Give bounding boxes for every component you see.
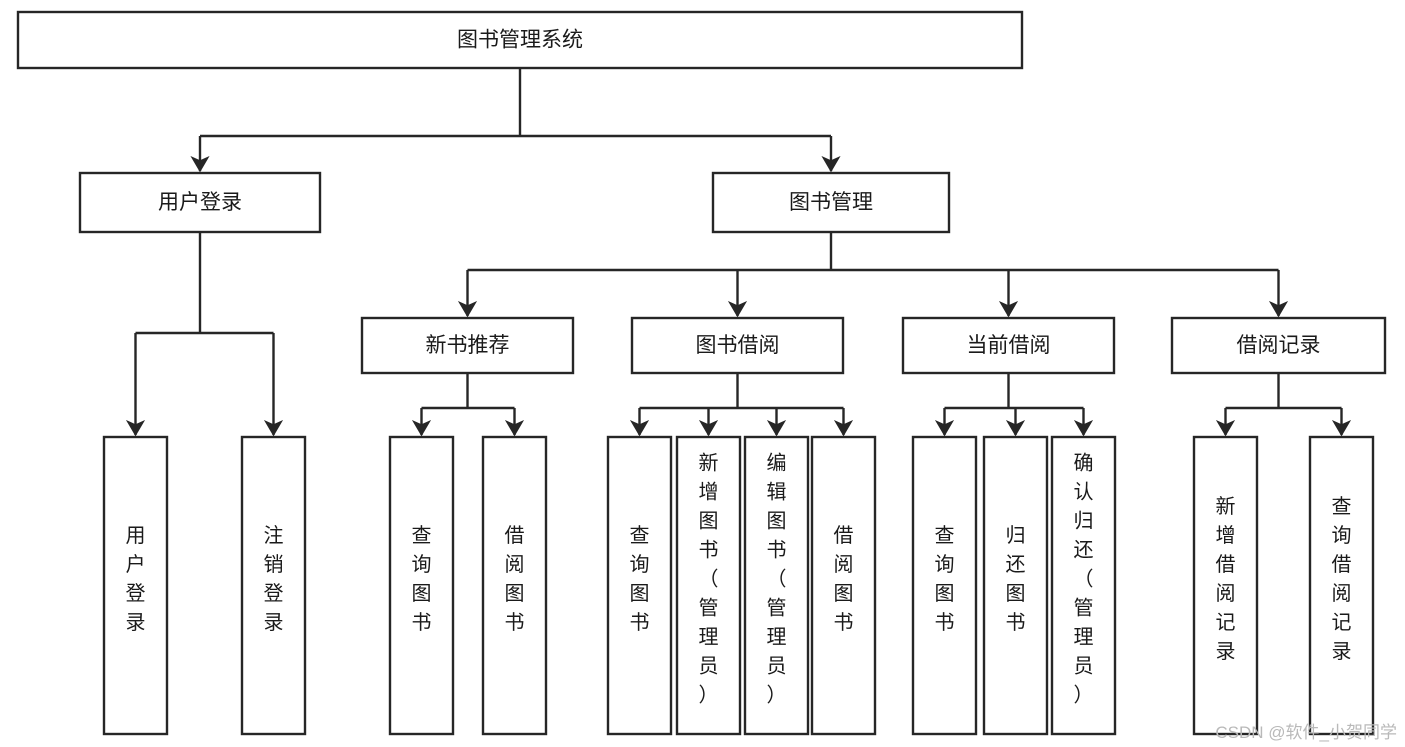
node-user-login-box[interactable]: [78, 171, 322, 234]
node-leaf-query-book-2-label: 查询图书: [630, 524, 650, 634]
node-book-borrow-label: 图书借阅: [696, 334, 780, 357]
node-leaf-return-book-box[interactable]: [982, 435, 1049, 736]
node-leaf-edit-book-admin-box[interactable]: [743, 435, 810, 736]
node-borrow-record-box[interactable]: [1170, 316, 1387, 375]
node-new-book-recommend[interactable]: 新书推荐: [360, 316, 575, 375]
node-leaf-query-book-2-box[interactable]: [606, 435, 673, 736]
node-leaf-query-book-1-box[interactable]: [388, 435, 455, 736]
node-leaf-logout-box[interactable]: [240, 435, 307, 736]
node-layer: 图书管理系统用户登录图书管理新书推荐图书借阅当前借阅借阅记录用户登录注销登录查询…: [16, 10, 1387, 736]
node-root-box[interactable]: [16, 10, 1024, 70]
node-leaf-query-book-1-label: 查询图书: [412, 524, 432, 634]
node-current-borrow[interactable]: 当前借阅: [901, 316, 1116, 375]
node-leaf-confirm-return-admin[interactable]: 确认归还（管理员）: [1050, 435, 1117, 736]
node-leaf-edit-book-admin-label: 编辑图书（管理员）: [767, 452, 787, 707]
node-book-management-box[interactable]: [711, 171, 951, 234]
node-leaf-confirm-return-admin-label: 确认归还（管理员）: [1074, 452, 1094, 707]
node-leaf-user-login-label: 用户登录: [126, 525, 146, 634]
node-leaf-user-login[interactable]: 用户登录: [102, 435, 169, 736]
node-leaf-query-borrow-record-box[interactable]: [1308, 435, 1375, 736]
node-leaf-borrow-book-2-label: 借阅图书: [834, 524, 854, 634]
node-current-borrow-label: 当前借阅: [967, 334, 1051, 357]
node-leaf-add-book-admin-box[interactable]: [675, 435, 742, 736]
node-leaf-borrow-book-1-box[interactable]: [481, 435, 548, 736]
node-new-book-recommend-label: 新书推荐: [426, 334, 510, 357]
node-leaf-add-book-admin-label: 新增图书（管理员）: [699, 452, 719, 707]
node-leaf-return-book[interactable]: 归还图书: [982, 435, 1049, 736]
node-leaf-borrow-book-2[interactable]: 借阅图书: [810, 435, 877, 736]
node-leaf-borrow-book-1-label: 借阅图书: [505, 524, 525, 634]
node-leaf-user-login-box[interactable]: [102, 435, 169, 736]
node-leaf-query-book-3-label: 查询图书: [935, 524, 955, 634]
node-leaf-borrow-book-2-box[interactable]: [810, 435, 877, 736]
node-book-borrow[interactable]: 图书借阅: [630, 316, 845, 375]
node-book-management[interactable]: 图书管理: [711, 171, 951, 234]
node-root[interactable]: 图书管理系统: [16, 10, 1024, 70]
node-leaf-add-borrow-record[interactable]: 新增借阅记录: [1192, 435, 1259, 736]
node-new-book-recommend-box[interactable]: [360, 316, 575, 375]
node-leaf-query-book-3[interactable]: 查询图书: [911, 435, 978, 736]
node-root-label: 图书管理系统: [457, 29, 583, 52]
node-book-borrow-box[interactable]: [630, 316, 845, 375]
node-user-login-label: 用户登录: [158, 191, 242, 214]
node-leaf-query-borrow-record-label: 查询借阅记录: [1332, 495, 1352, 663]
node-leaf-confirm-return-admin-box[interactable]: [1050, 435, 1117, 736]
node-leaf-query-borrow-record[interactable]: 查询借阅记录: [1308, 435, 1375, 736]
node-leaf-add-borrow-record-label: 新增借阅记录: [1216, 495, 1236, 663]
node-book-management-label: 图书管理: [789, 191, 873, 214]
node-leaf-borrow-book-1[interactable]: 借阅图书: [481, 435, 548, 736]
node-leaf-return-book-label: 归还图书: [1006, 524, 1026, 634]
node-leaf-logout-label: 注销登录: [264, 524, 284, 634]
connector-layer: [125, 68, 1352, 437]
node-leaf-add-borrow-record-box[interactable]: [1192, 435, 1259, 736]
node-leaf-query-book-1[interactable]: 查询图书: [388, 435, 455, 736]
node-borrow-record[interactable]: 借阅记录: [1170, 316, 1387, 375]
node-leaf-query-book-2[interactable]: 查询图书: [606, 435, 673, 736]
node-current-borrow-box[interactable]: [901, 316, 1116, 375]
node-leaf-logout[interactable]: 注销登录: [240, 435, 307, 736]
node-user-login[interactable]: 用户登录: [78, 171, 322, 234]
node-leaf-query-book-3-box[interactable]: [911, 435, 978, 736]
node-leaf-edit-book-admin[interactable]: 编辑图书（管理员）: [743, 435, 810, 736]
node-leaf-add-book-admin[interactable]: 新增图书（管理员）: [675, 435, 742, 736]
node-borrow-record-label: 借阅记录: [1237, 334, 1321, 357]
